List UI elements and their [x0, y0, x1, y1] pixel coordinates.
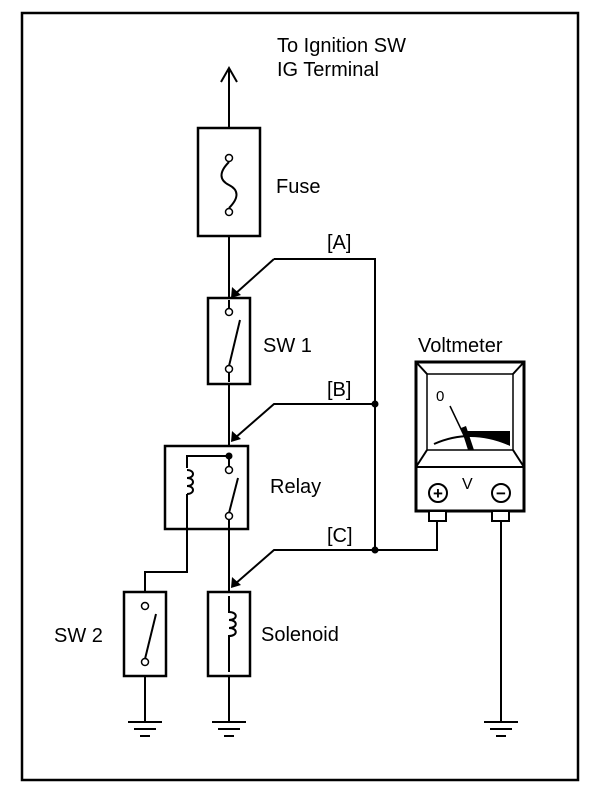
test-point-b-label: [B]	[327, 379, 351, 401]
voltmeter	[414, 360, 526, 522]
voltmeter-label: Voltmeter	[418, 335, 503, 357]
meter-unit-label: V	[462, 476, 473, 493]
negative-terminal-icon: −	[496, 484, 506, 503]
probe-lead-b	[231, 403, 375, 442]
sw2-label: SW 2	[54, 625, 103, 647]
ignition-arrow	[220, 65, 238, 128]
relay-label: Relay	[270, 476, 321, 498]
ground-symbol-voltmeter	[484, 521, 518, 737]
fuse	[196, 126, 262, 238]
positive-terminal-icon: +	[433, 484, 443, 503]
ground-symbol-solenoid	[212, 676, 246, 737]
relay	[163, 444, 250, 531]
switch-2	[122, 590, 168, 678]
ignition-label-line1: To Ignition SW	[277, 35, 406, 57]
solenoid	[206, 590, 252, 678]
ignition-label-line2: IG Terminal	[277, 59, 379, 81]
ground-symbol-sw2	[128, 676, 162, 737]
probe-lead-a	[231, 258, 275, 298]
diagram-frame	[20, 11, 580, 782]
fuse-label: Fuse	[276, 176, 320, 198]
sw1-label: SW 1	[263, 335, 312, 357]
switch-1	[206, 296, 252, 386]
solenoid-label: Solenoid	[261, 624, 339, 646]
junction-c	[371, 546, 379, 554]
probe-lead-c	[231, 549, 375, 588]
test-point-c-label: [C]	[327, 525, 353, 547]
wire-relay-coil-sw2	[144, 507, 188, 592]
test-point-a-label: [A]	[327, 232, 351, 254]
meter-zero-mark: 0	[436, 388, 444, 405]
junction-b	[371, 400, 379, 408]
